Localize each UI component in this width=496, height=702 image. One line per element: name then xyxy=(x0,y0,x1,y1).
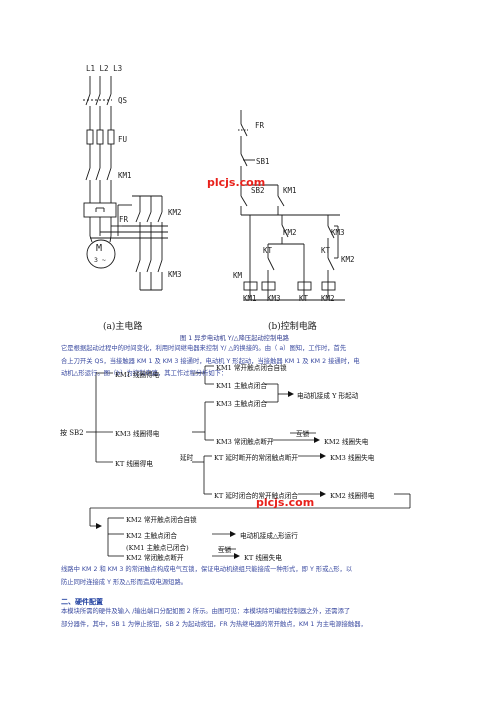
paragraph-3: 本模块所需的硬件及输入 /输出端口分配如图 2 所示。由图可见：本模块除可编程控… xyxy=(61,606,367,631)
label-qs: QS xyxy=(118,96,128,105)
paragraph-2: 线路中 KM 2 和 KM 3 的常闭触点构成电气互锁，保证电动机绕组只能接成一… xyxy=(61,564,352,589)
phase-l2: L2 xyxy=(99,64,109,73)
flow-start: 按 SB2 xyxy=(60,429,84,437)
flow-km3-nc: KM3 常闭触点断开 xyxy=(216,438,274,446)
coil-label-kt: KT xyxy=(299,294,309,303)
phase-l1: L1 xyxy=(86,64,96,73)
flow-km1-coil: KM1 线圈得电 xyxy=(115,371,160,379)
section-heading: 二、硬件配置 xyxy=(61,598,103,606)
flow-km3-off: KM3 线圈失电 xyxy=(330,454,375,462)
paragraph-1: 它是根据起动过程中的时间变化，利用时间继电器来控制 Y/ △的换接的。由（ a）… xyxy=(61,343,360,381)
flow-km1-selflock: KM1 常开触点闭合自锁 xyxy=(216,364,287,372)
motor-sub-label: 3 ~ xyxy=(94,256,106,264)
watermark-top: plcjs.com xyxy=(207,176,266,189)
flow-kt-nc: KT 延时断开的常闭触点断开 xyxy=(214,454,298,462)
flow-motor-y: 电动机接成 Y 形起动 xyxy=(297,392,359,400)
label-km2-side: KM2 xyxy=(341,255,355,264)
label-sb1: SB1 xyxy=(256,157,270,166)
flow-km2-off: KM2 线圈失电 xyxy=(324,438,369,446)
flow-km2-on: KM2 线圈得电 xyxy=(330,492,375,500)
paragraph-3-line-1: 本模块所需的硬件及输入 /输出端口分配如图 2 所示。由图可见：本模块除可编程控… xyxy=(61,608,351,615)
figure-caption: 图 1 异步电动机 Y/△降压起动控制电路 xyxy=(180,335,289,342)
flow-km2-main: KM2 主触点闭合 xyxy=(126,532,177,540)
flow-kt-coil: KT 线圈得电 xyxy=(115,460,153,468)
flow-km3-main: KM3 主触点闭合 xyxy=(216,400,267,408)
motor-label: M xyxy=(96,243,103,254)
coil-label-km2: KM2 xyxy=(321,294,335,303)
control-circuit-caption: (b)控制电路 xyxy=(268,322,317,332)
label-km2-ctrl: KM2 xyxy=(283,228,297,237)
flow-interlock-1: 互锁 xyxy=(296,430,310,438)
flow-km2-selflock: KM2 常开触点闭合自锁 xyxy=(126,516,197,524)
paragraph-1-line-3: 动机△形运行。图（b）为控制电路，其工作过程分析如下： xyxy=(61,370,228,377)
label-km2-main: KM2 xyxy=(168,208,182,217)
paragraph-2-line-1: 线路中 KM 2 和 KM 3 的常闭触点构成电气互锁，保证电动机绕组只能接成一… xyxy=(61,566,353,573)
coil-label-km3: KM3 xyxy=(267,294,281,303)
flow-interlock-2: 互锁 xyxy=(218,546,232,554)
paragraph-3-line-2: 部分器件，其中，SB 1 为停止按钮，SB 2 为起动按钮，FR 为热继电器的常… xyxy=(61,620,367,628)
label-km3-main: KM3 xyxy=(168,270,182,279)
watermark-bottom: plcjs.com xyxy=(256,496,315,509)
label-fr-main: FR xyxy=(119,215,129,224)
label-fu: FU xyxy=(118,135,128,144)
label-kt-right: KT xyxy=(321,246,331,255)
paragraph-2-line-2: 防止同时连接成 Y 形及△形而造成电源短路。 xyxy=(61,578,188,586)
main-circuit-caption: (a)主电路 xyxy=(103,322,143,332)
label-km1-main: KM1 xyxy=(118,171,132,180)
phase-l3: L3 xyxy=(113,64,123,73)
flow-km1-closed: (KM1 主触点已闭合) xyxy=(126,544,189,552)
label-kt-left: KT xyxy=(263,246,273,255)
phase-labels: L1 L2 L3 xyxy=(86,64,122,73)
flow-delay: 延时 xyxy=(180,454,194,462)
label-km-ctrl: KM xyxy=(233,271,243,280)
label-km1-ctrl: KM1 xyxy=(283,186,297,195)
flow-kt-no: KT 延时闭合的常开触点闭合 xyxy=(214,492,298,500)
flow-kt-off: KT 线圈失电 xyxy=(244,554,282,562)
paragraph-1-line-1: 它是根据起动过程中的时间变化，利用时间继电器来控制 Y/ △的换接的。由（ a）… xyxy=(61,345,347,352)
flow-km1-main: KM1 主触点闭合 xyxy=(216,382,267,390)
paragraph-1-line-2: 合上刀开关 QS，当接触器 KM 1 及 KM 3 接通时，电动机 Y 形起动，… xyxy=(61,357,360,365)
flow-motor-delta: 电动机接成△形运行 xyxy=(240,532,298,540)
flow-km3-coil: KM3 线圈得电 xyxy=(115,430,160,438)
flow-km2-nc: KM2 常闭触点断开 xyxy=(126,554,184,562)
label-km3-ctrl: KM3 xyxy=(331,228,345,237)
label-sb2: SB2 xyxy=(251,186,265,195)
label-fr-ctrl: FR xyxy=(255,121,265,130)
coil-label-km1: KM1 xyxy=(243,294,257,303)
